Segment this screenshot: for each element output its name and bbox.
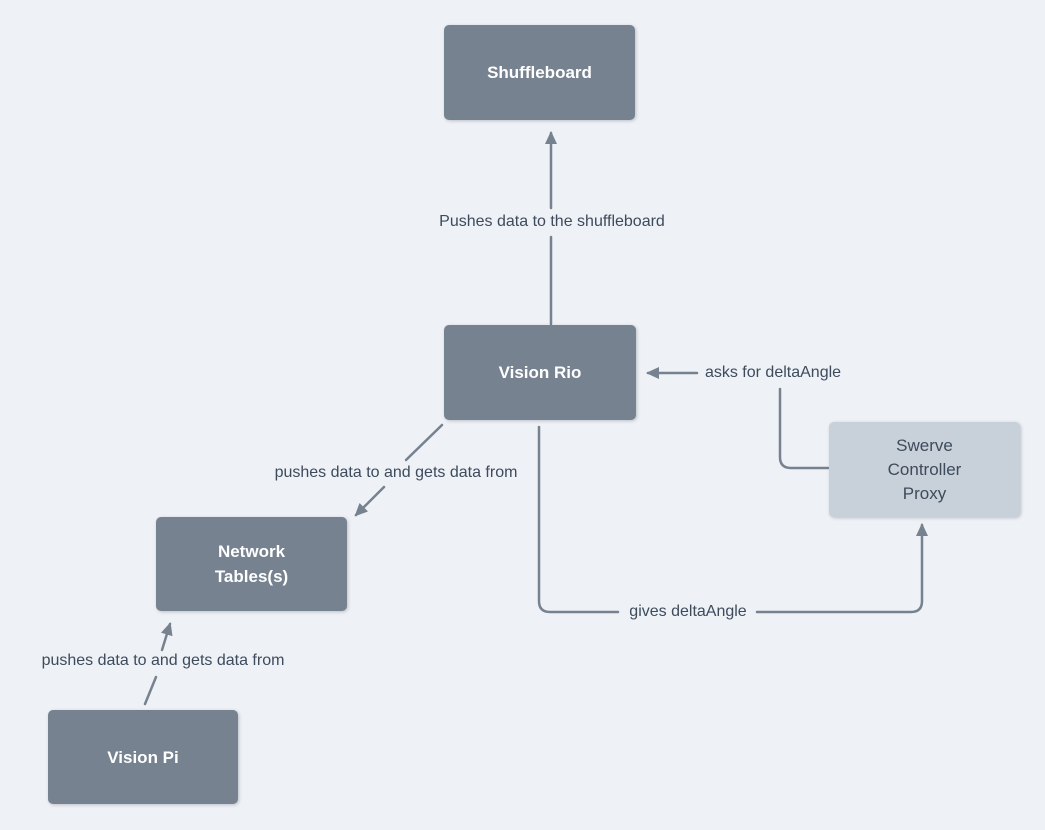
edge-label-rio-network-tables: pushes data to and gets data from <box>274 464 518 481</box>
node-shuffleboard: Shuffleboard <box>444 25 635 120</box>
edge-label-pushes-to-shuffleboard: Pushes data to the shuffleboard <box>439 213 665 230</box>
edge-rio-gives-proxy <box>537 425 928 614</box>
node-vision-pi: Vision Pi <box>48 710 238 804</box>
edge-label-gives-deltaangle: gives deltaAngle <box>629 603 747 620</box>
edge-pi-to-network-tables <box>143 622 173 706</box>
node-vision-rio: Vision Rio <box>444 325 636 420</box>
node-network-tables: Network Tables(s) <box>156 517 347 611</box>
edge-proxy-asks-rio <box>646 367 830 470</box>
edge-rio-to-network-tables <box>354 423 444 517</box>
edge-label-pi-network-tables: pushes data to and gets data from <box>41 652 285 669</box>
edge-label-asks-for-deltaangle: asks for deltaAngle <box>704 364 842 381</box>
node-swerve-controller-proxy: Swerve Controller Proxy <box>829 422 1020 517</box>
